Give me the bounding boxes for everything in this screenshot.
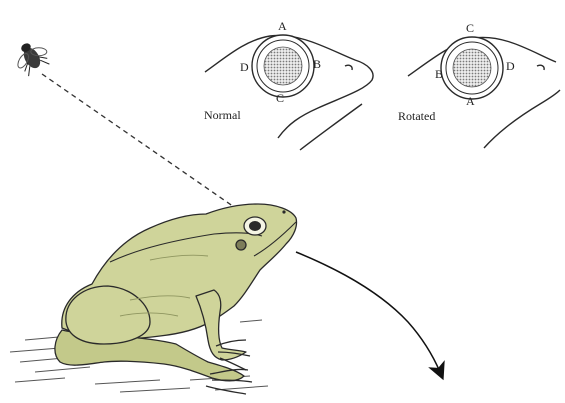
rotated-label-right: D (506, 59, 515, 73)
line-of-sight-dashed (42, 74, 250, 218)
rotated-eye-pupil (453, 49, 491, 87)
normal-label-top: A (278, 19, 287, 33)
rotated-label-bottom: A (466, 94, 475, 108)
strike-direction-arrow (296, 252, 440, 372)
normal-eye-panel: A D B C Normal (204, 19, 373, 150)
fly-icon (8, 35, 54, 79)
normal-caption: Normal (204, 108, 241, 122)
normal-label-left: D (240, 60, 249, 74)
frog-eardrum (236, 240, 246, 250)
normal-eye-pupil (264, 47, 302, 85)
normal-label-bottom: C (276, 91, 284, 105)
frog-illustration (55, 204, 297, 394)
rotated-eye-panel: C B D A Rotated (398, 21, 560, 148)
normal-label-right: B (313, 57, 321, 71)
rotated-caption: Rotated (398, 109, 435, 123)
rotated-label-left: B (435, 67, 443, 81)
rotated-label-top: C (466, 21, 474, 35)
